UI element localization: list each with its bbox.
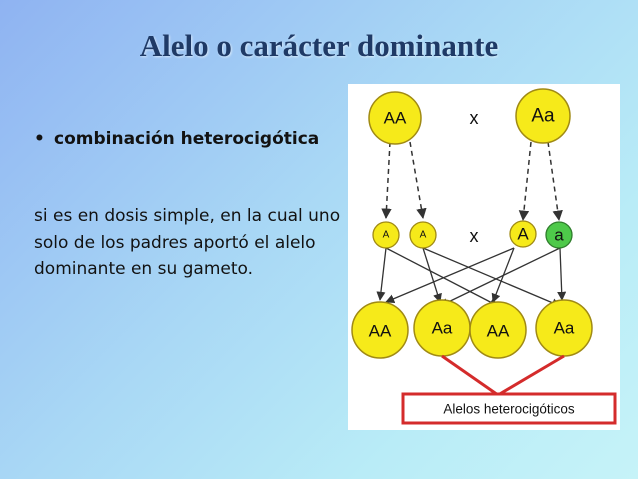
dashed-arrow-3 <box>518 141 532 222</box>
red-line-right <box>497 354 565 397</box>
arrow-3 <box>422 247 561 307</box>
gamete-1-label: A <box>383 230 390 241</box>
gamete-2-circle: A <box>409 221 437 249</box>
bullet-marker: • <box>34 129 45 149</box>
arrow-4 <box>422 247 442 303</box>
body-text: si es en dosis simple, en la cual uno so… <box>34 206 341 279</box>
solid-arrows <box>376 247 567 307</box>
parent-right-label: Aa <box>531 106 555 127</box>
arrow-2 <box>385 247 499 307</box>
gamete-2-label: A <box>420 230 427 241</box>
child-1-circle: AA <box>351 301 409 359</box>
cross-mid: x <box>470 226 479 246</box>
arrow-8 <box>557 247 567 301</box>
parent-left-circle: AA <box>368 91 422 145</box>
diagram-svg: AA x Aa A A x A a AA <box>351 88 617 425</box>
dashed-arrow-2 <box>409 141 427 220</box>
label-text: Alelos heterocigóticos <box>443 402 575 417</box>
red-line-left <box>441 354 499 397</box>
parent-right-circle: Aa <box>515 88 571 144</box>
child-3-circle: AA <box>469 301 527 359</box>
red-connectors <box>441 354 565 397</box>
child-2-label: Aa <box>432 319 453 338</box>
gamete-1-circle: A <box>372 221 400 249</box>
child-1-label: AA <box>369 322 392 341</box>
arrow-7 <box>439 247 561 307</box>
cross-top: x <box>470 108 479 128</box>
inheritance-diagram: AA x Aa A A x A a AA <box>348 84 620 430</box>
gamete-3-circle: A <box>509 220 537 248</box>
arrow-1 <box>376 247 387 301</box>
child-2-circle: Aa <box>413 299 471 357</box>
child-4-label: Aa <box>554 319 575 338</box>
gamete-4-label: a <box>554 226 564 245</box>
label-box <box>401 392 617 425</box>
bullet-text: combinación heterocigótica <box>54 129 320 149</box>
dashed-arrow-4 <box>547 141 563 222</box>
dashed-arrows <box>381 141 563 222</box>
dashed-arrow-1 <box>381 141 392 220</box>
parent-left-label: AA <box>384 109 407 128</box>
bullet-item: • combinación heterocigótica <box>34 126 334 152</box>
gamete-3-label: A <box>517 225 529 244</box>
gamete-4-circle: a <box>545 221 573 249</box>
child-3-label: AA <box>487 322 510 341</box>
arrow-5 <box>385 247 515 304</box>
child-4-circle: Aa <box>535 299 593 357</box>
slide-title: Alelo o carácter dominante <box>139 28 499 63</box>
